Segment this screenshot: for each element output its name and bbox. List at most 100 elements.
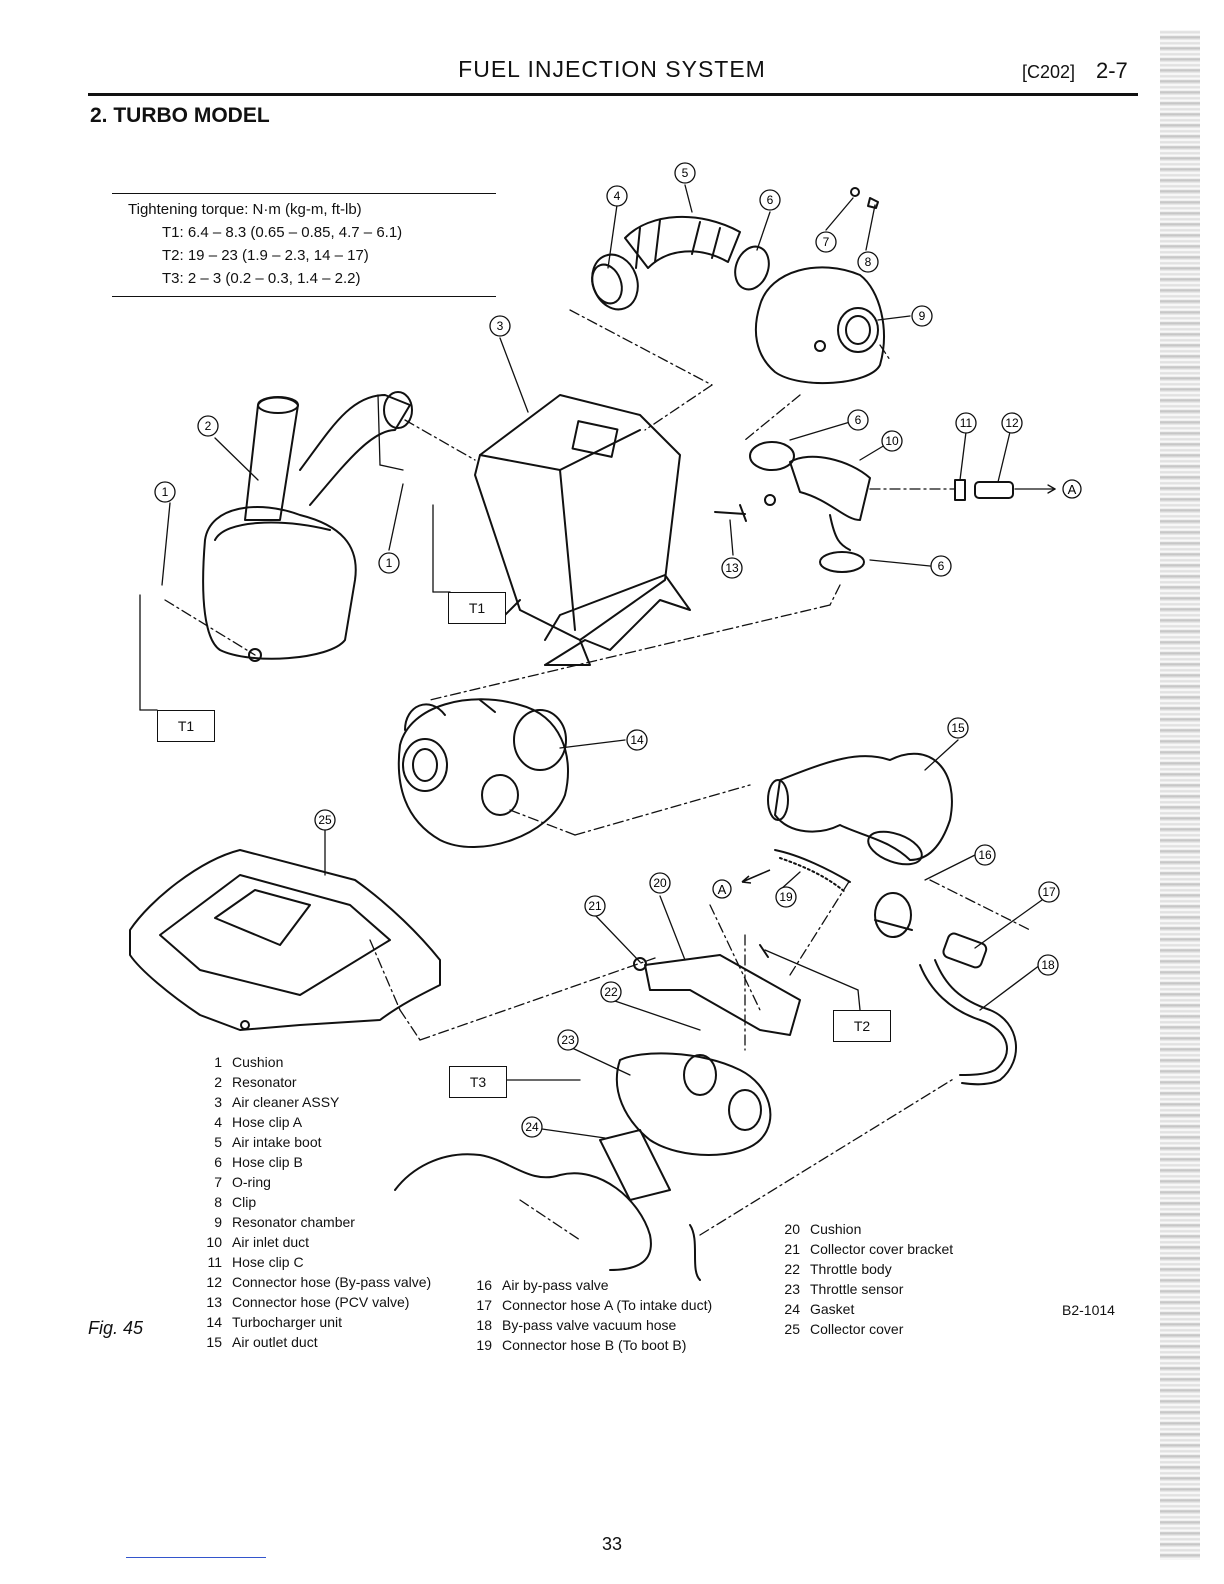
legend-item-number: 13 xyxy=(206,1294,222,1310)
page-header-title: FUEL INJECTION SYSTEM xyxy=(458,56,766,82)
callout-6: 6 xyxy=(930,555,952,577)
callout-number: 13 xyxy=(725,561,739,575)
callout-number: 18 xyxy=(1041,958,1055,972)
torque-spec-row-t3: T3: 2 – 3 (0.2 – 0.3, 1.4 – 2.2) xyxy=(162,270,361,287)
legend-item-number: 25 xyxy=(784,1321,800,1337)
collector-cover-drawing xyxy=(129,849,441,1031)
callout-number: 6 xyxy=(767,193,774,207)
legend-item-number: 6 xyxy=(214,1154,222,1170)
callout-14: 14 xyxy=(626,729,648,751)
connection-marker-a-lower: A xyxy=(712,879,732,899)
callout-number: 22 xyxy=(604,985,618,999)
legend-item-label: Throttle sensor xyxy=(810,1281,904,1297)
header-rule xyxy=(88,93,1138,96)
legend-item-number: 8 xyxy=(214,1194,222,1210)
torque-spec-table: Tightening torque: N·m (kg-m, ft-lb) T1:… xyxy=(112,193,496,297)
callout-number: 1 xyxy=(386,556,393,570)
legend-item-number: 21 xyxy=(784,1241,800,1257)
callout-15: 15 xyxy=(947,717,969,739)
section-title: 2. TURBO MODEL xyxy=(90,104,270,127)
callout-22: 22 xyxy=(600,981,622,1003)
legend-item-label: Connector hose (PCV valve) xyxy=(232,1294,410,1310)
callout-3: 3 xyxy=(489,315,511,337)
figure-code: B2-1014 xyxy=(1062,1302,1115,1318)
legend-item: 13 Connector hose (PCV valve) xyxy=(196,1292,431,1312)
callout-25: 25 xyxy=(314,809,336,831)
legend-item-number: 18 xyxy=(476,1317,492,1333)
legend-item-label: Throttle body xyxy=(810,1261,892,1277)
callout-12: 12 xyxy=(1001,412,1023,434)
resonator-drawing xyxy=(202,391,413,662)
callout-number: 1 xyxy=(162,485,169,499)
callout-number: 11 xyxy=(960,416,973,430)
callout-number: 24 xyxy=(525,1120,539,1134)
callout-number: 21 xyxy=(588,899,602,913)
callout-number: 16 xyxy=(978,848,992,862)
legend-item: 8 Clip xyxy=(196,1192,431,1212)
callout-number: 17 xyxy=(1042,885,1056,899)
legend-item-number: 15 xyxy=(206,1334,222,1350)
legend-item-label: Hose clip B xyxy=(232,1154,303,1170)
bypass-valve-drawing xyxy=(774,849,988,969)
intake-manifold-outline xyxy=(394,1153,701,1281)
legend-item-label: Cushion xyxy=(232,1054,284,1070)
callout-16: 16 xyxy=(974,844,996,866)
callout-9: 9 xyxy=(911,305,933,327)
legend-item-label: Turbocharger unit xyxy=(232,1314,342,1330)
callout-number: 20 xyxy=(653,876,667,890)
legend-item-number: 12 xyxy=(206,1274,222,1290)
legend-item-label: By-pass valve vacuum hose xyxy=(502,1317,677,1333)
callout-number: 5 xyxy=(682,166,689,180)
legend-item-label: Clip xyxy=(232,1194,257,1210)
legend-item: 10 Air inlet duct xyxy=(196,1232,431,1252)
callout-24: 24 xyxy=(521,1116,543,1138)
legend-item-label: Air inlet duct xyxy=(232,1234,310,1250)
legend-item-number: 19 xyxy=(476,1337,492,1353)
callout-number: 25 xyxy=(318,813,332,827)
legend-item-number: 1 xyxy=(214,1054,222,1070)
torque-label-t3: T3 xyxy=(449,1066,507,1098)
legend-item-number: 2 xyxy=(214,1074,222,1090)
leader-lines xyxy=(139,184,1056,1139)
scan-binding-edge xyxy=(1160,30,1200,1560)
legend-item-label: Resonator xyxy=(232,1074,297,1090)
callout-11: 11 xyxy=(955,412,977,434)
legend-item-number: 11 xyxy=(207,1254,222,1270)
throttle-body-drawing xyxy=(599,944,801,1201)
legend-item: 18 By-pass valve vacuum hose xyxy=(466,1315,712,1335)
callout-19: 19 xyxy=(775,886,797,908)
torque-label-t1-b: T1 xyxy=(157,710,215,742)
air-intake-boot-drawing xyxy=(591,216,770,311)
torque-spec-row-t2: T2: 19 – 23 (1.9 – 2.3, 14 – 17) xyxy=(162,247,369,264)
callout-number: 10 xyxy=(885,434,899,448)
callout-number: 6 xyxy=(938,559,945,573)
legend-item-number: 9 xyxy=(214,1214,222,1230)
section-code: [C202] xyxy=(1022,62,1076,82)
callout-1: 1 xyxy=(378,552,400,574)
callout-number: 23 xyxy=(561,1033,575,1047)
legend-item-number: 20 xyxy=(784,1221,800,1237)
callout-6: 6 xyxy=(847,409,869,431)
callout-number: 12 xyxy=(1005,416,1019,430)
legend-item-number: 14 xyxy=(206,1314,222,1330)
legend-item-number: 16 xyxy=(476,1277,492,1293)
legend-item-number: 7 xyxy=(214,1174,222,1190)
legend-item-number: 10 xyxy=(206,1234,222,1250)
